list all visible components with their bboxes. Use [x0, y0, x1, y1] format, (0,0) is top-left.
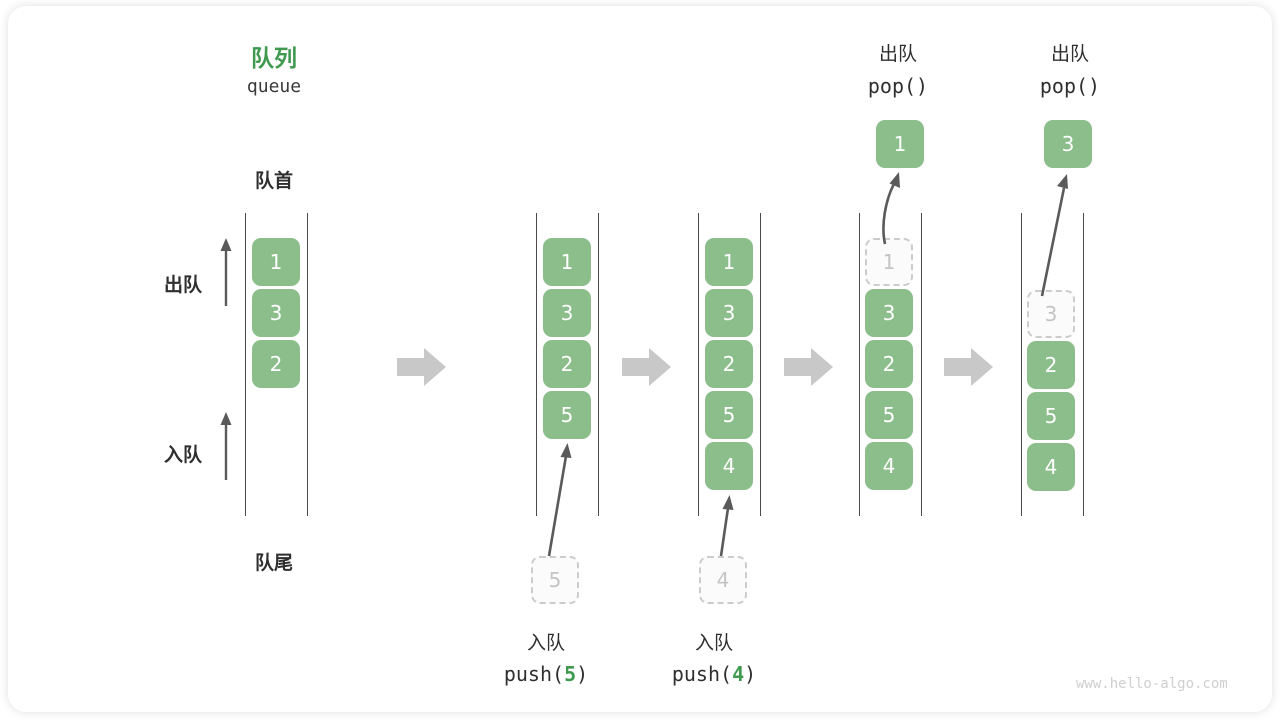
push-4-arrow-icon: [719, 495, 734, 557]
pop-3-label-cn: 出队: [1050, 43, 1089, 65]
queue-cell: 5: [705, 391, 753, 439]
flow-arrow-2-icon: [622, 348, 671, 386]
queue-rail-right-4: [921, 213, 922, 516]
queue-rail-right-3: [760, 213, 761, 516]
queue-cell: 4: [865, 442, 913, 490]
queue-cell: 2: [252, 340, 300, 388]
queue-cell: 3: [252, 289, 300, 337]
push-4-label-cn: 入队: [694, 632, 733, 654]
queue-rail-left-1: [245, 213, 246, 516]
queue-rail-right-1: [307, 213, 308, 516]
queue-cell: 2: [1027, 341, 1075, 389]
queue-cell: 4: [1027, 443, 1075, 491]
queue-cell: 2: [705, 340, 753, 388]
flow-arrow-1-icon: [397, 348, 446, 386]
queue-cell: 3: [865, 289, 913, 337]
pending-push-cell-5: 5: [531, 556, 579, 604]
push-5-label-cn: 入队: [526, 632, 565, 654]
rear-label: 队尾: [254, 552, 293, 574]
pop-1-arrow-icon: [882, 172, 900, 245]
popped-cell-1: 1: [876, 120, 924, 168]
queue-cell-ghost: 3: [1027, 290, 1075, 338]
queue-cell: 5: [543, 391, 591, 439]
queue-rail-left-5: [1021, 213, 1022, 516]
push-4-code-prefix: push(: [671, 662, 733, 686]
watermark: www.hello-algo.com: [1076, 676, 1228, 692]
push-5-code-num: 5: [564, 662, 577, 686]
queue-cell: 2: [543, 340, 591, 388]
push-5-label-code: push(5): [486, 662, 606, 686]
queue-rail-left-3: [698, 213, 699, 516]
queue-rail-right-5: [1083, 213, 1084, 516]
queue-cell-ghost: 1: [865, 238, 913, 286]
queue-cell: 1: [252, 238, 300, 286]
pop-1-label-code: pop(): [867, 74, 929, 98]
flow-arrow-3-icon: [784, 348, 833, 386]
queue-cell: 2: [865, 340, 913, 388]
push-4-label-code: push(4): [654, 662, 774, 686]
flow-arrow-4-icon: [944, 348, 993, 386]
queue-cell: 1: [543, 238, 591, 286]
pop-1-label-cn: 出队: [878, 43, 917, 65]
queue-cell: 4: [705, 442, 753, 490]
queue-cell: 3: [705, 289, 753, 337]
pending-push-cell-4: 4: [699, 556, 747, 604]
queue-rail-right-2: [598, 213, 599, 516]
push-5-code-suffix: ): [576, 662, 589, 686]
push-4-code-num: 4: [732, 662, 745, 686]
queue-rail-left-4: [859, 213, 860, 516]
queue-rail-left-2: [536, 213, 537, 516]
queue-cell: 5: [1027, 392, 1075, 440]
enqueue-label: 入队: [163, 444, 202, 466]
dequeue-direction-arrow-icon: [220, 238, 232, 306]
page-title-cn: 队列: [251, 46, 297, 72]
dequeue-label: 出队: [163, 274, 202, 296]
pop-3-arrow-icon: [1040, 174, 1068, 297]
page-title-en: queue: [246, 76, 302, 97]
popped-cell-3: 3: [1044, 120, 1092, 168]
queue-cell: 1: [705, 238, 753, 286]
push-5-code-prefix: push(: [503, 662, 565, 686]
front-label: 队首: [254, 170, 293, 192]
queue-cell: 5: [865, 391, 913, 439]
push-4-code-suffix: ): [744, 662, 757, 686]
push-5-arrow-icon: [547, 443, 572, 557]
pop-3-label-code: pop(): [1039, 74, 1101, 98]
queue-cell: 3: [543, 289, 591, 337]
enqueue-direction-arrow-icon: [220, 412, 232, 480]
